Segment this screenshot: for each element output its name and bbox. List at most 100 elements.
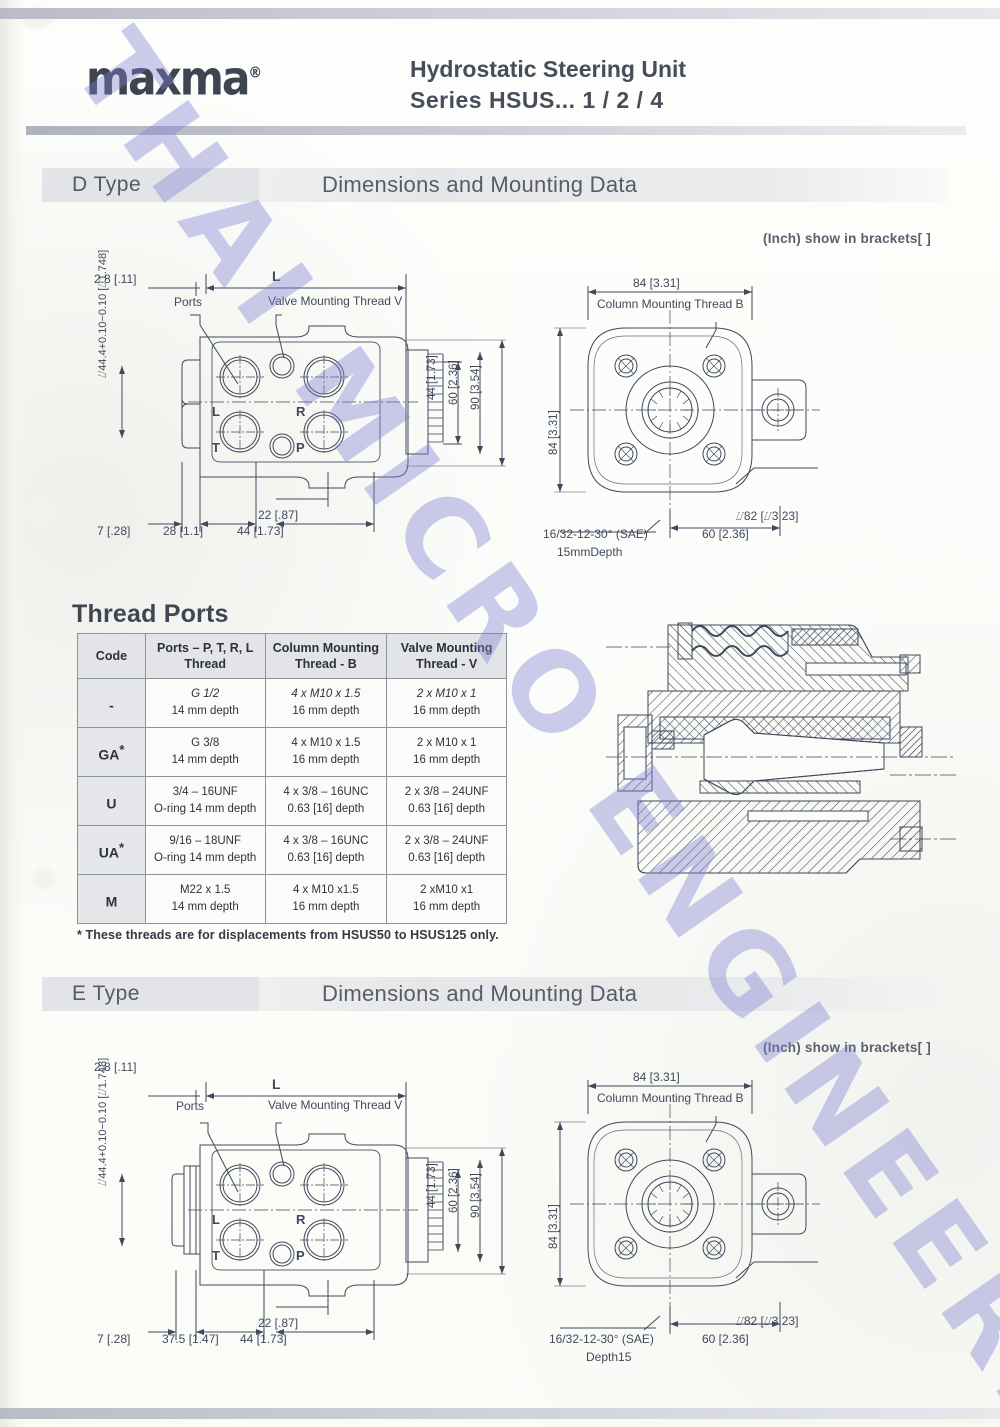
e-dim-44: 44 [1.73] — [426, 1163, 438, 1208]
col-header-column-thread: Column Mounting Thread - B — [264, 633, 388, 679]
thread-ports-table: Code Ports – P, T, R, L Thread Column Mo… — [77, 633, 507, 924]
page-title-line2: Series HSUS... 1 / 2 / 4 — [410, 87, 664, 113]
section-chip-e-type — [42, 977, 259, 1011]
d-dim-44b: 44 [1.73] — [237, 524, 284, 538]
d-port-label-r: R — [296, 404, 306, 419]
e-end-dim-82: ⌰82 [⌰3.23] — [736, 1314, 799, 1328]
d-dim-90: 90 [3.54] — [470, 365, 482, 410]
e-dim-37-5: 37.5 [1.47] — [162, 1332, 219, 1346]
e-type-front-view-drawing — [88, 1070, 508, 1360]
e-end-dim-60: 60 [2.36] — [702, 1332, 749, 1346]
d-label-ports: Ports — [174, 295, 203, 309]
e-port-label-t: T — [212, 1248, 220, 1263]
bottom-rule — [0, 1408, 1000, 1419]
d-label-column-thread: Column Mounting Thread B — [597, 297, 744, 311]
cell-code: GA* — [77, 727, 146, 777]
d-port-label-l: L — [212, 404, 220, 419]
cutaway-cross-section-drawing — [600, 605, 960, 905]
col-header-valve-thread: Valve Mounting Thread - V — [386, 633, 507, 679]
e-label-valve-thread: Valve Mounting Thread V — [268, 1098, 403, 1112]
d-end-dim-sae-depth: 15mmDepth — [557, 545, 623, 559]
d-end-dim-60: 60 [2.36] — [702, 527, 749, 541]
cell-code: - — [77, 678, 146, 728]
logo-wordmark: maxma — [86, 52, 250, 107]
d-end-dim-82: ⌰82 [⌰3.23] — [736, 509, 799, 523]
cell-code: UA* — [77, 825, 146, 875]
e-end-dim-84-side: 84 [3.31] — [548, 1204, 560, 1249]
d-port-label-p: P — [296, 440, 305, 455]
e-end-dim-sae-depth: Depth15 — [586, 1350, 632, 1364]
e-dim-90: 90 [3.54] — [470, 1173, 482, 1218]
cell-code: M — [77, 874, 146, 924]
section-chip-label: D Type — [72, 173, 142, 196]
thread-ports-heading: Thread Ports — [72, 600, 229, 628]
top-rule — [0, 8, 1000, 19]
d-label-valve-thread: Valve Mounting Thread V — [268, 294, 403, 308]
e-dim-60: 60 [2.36] — [448, 1168, 460, 1213]
d-dim-28: 28 [1.1] — [163, 524, 204, 538]
e-type-end-view-drawing — [530, 1060, 860, 1350]
e-end-dim-84-top: 84 [3.31] — [633, 1070, 680, 1084]
d-type-end-view-drawing — [530, 270, 860, 550]
d-dim-7: 7 [.28] — [97, 524, 131, 538]
e-dim-7: 7 [.28] — [97, 1332, 131, 1346]
section-title: Dimensions and Mounting Data — [322, 172, 638, 197]
inch-bracket-note-e: (Inch) show in brackets[ ] — [763, 1040, 931, 1055]
d-dim-22: 22 [.87] — [258, 508, 299, 522]
d-dim-44: 44 [1.73] — [426, 355, 438, 400]
maxma-logo: maxma® — [86, 52, 262, 106]
e-port-label-r: R — [296, 1212, 306, 1227]
d-dim-diameter: ⌰44.4+0.10−0.10 [⌰1.748] — [97, 249, 109, 378]
section-bar-d-type: D Type Dimensions and Mounting Data — [42, 168, 948, 202]
header-rule — [26, 126, 966, 135]
d-end-dim-84-top: 84 [3.31] — [633, 276, 680, 290]
d-type-front-view-drawing — [88, 262, 508, 552]
page-title: Hydrostatic Steering Unit Series HSUS...… — [410, 54, 880, 116]
section-chip-label: E Type — [72, 982, 140, 1005]
e-port-label-l: L — [212, 1212, 220, 1227]
section-title: Dimensions and Mounting Data — [322, 981, 638, 1006]
e-dim-44b: 44 [1.73] — [240, 1332, 287, 1346]
e-dim-diameter: ⌰44.4+0.10−0.10 [⌰1.748] — [97, 1057, 109, 1186]
table-header-row: Code Ports – P, T, R, L Thread Column Mo… — [77, 633, 507, 679]
page-header: maxma® Hydrostatic Steering Unit Series … — [0, 36, 1000, 118]
inch-bracket-note-d: (Inch) show in brackets[ ] — [763, 231, 931, 246]
e-label-ports: Ports — [176, 1099, 205, 1113]
scan-artifact — [28, 500, 52, 522]
d-dim-2-8: 2.8 [.11] — [94, 272, 137, 286]
cell-code: U — [77, 776, 146, 826]
d-end-dim-84-side: 84 [3.31] — [548, 410, 560, 455]
d-port-label-t: T — [212, 440, 220, 455]
col-header-code: Code — [77, 633, 146, 679]
e-dim-2-8: 2.8 [.11] — [94, 1060, 137, 1074]
page-title-line1: Hydrostatic Steering Unit — [410, 56, 687, 82]
col-header-ports-thread: Ports – P, T, R, L Thread — [144, 633, 266, 679]
thread-ports-footnote: * These threads are for displacements fr… — [77, 928, 499, 942]
registered-trademark-icon: ® — [248, 64, 263, 83]
d-dim-60: 60 [2.36] — [448, 360, 460, 405]
e-label-column-thread: Column Mounting Thread B — [597, 1091, 744, 1105]
scan-edge-shadow — [0, 0, 26, 1427]
e-end-dim-sae: 16/32-12-30° (SAE) — [549, 1332, 654, 1346]
e-port-label-p: P — [296, 1248, 305, 1263]
e-dim-L: L — [272, 1076, 281, 1092]
